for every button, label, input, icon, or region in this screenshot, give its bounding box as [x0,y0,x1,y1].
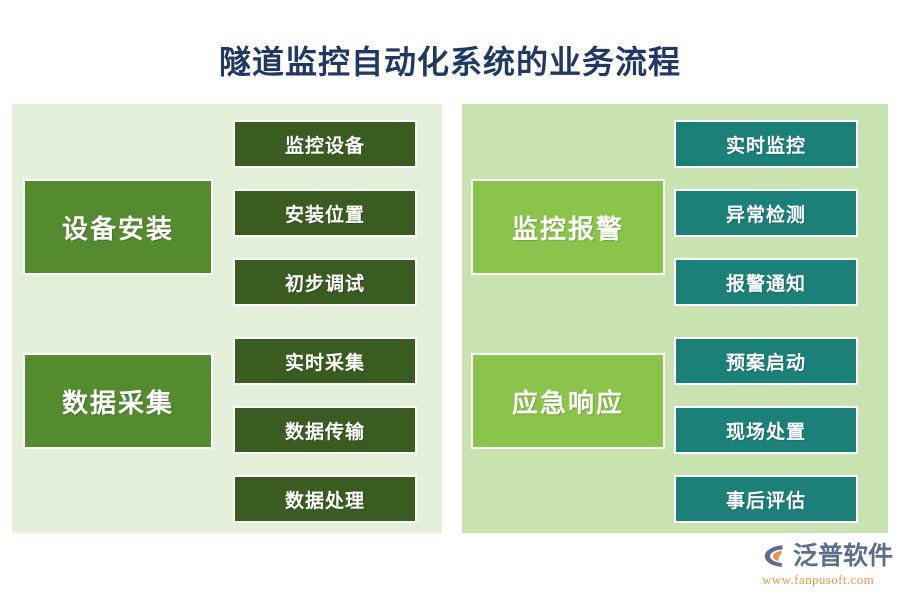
task-box-on-site-disposal[interactable]: 现场处置 [674,406,858,454]
task-box-realtime-collection[interactable]: 实时采集 [233,337,417,385]
task-box-post-event-evaluation[interactable]: 事后评估 [674,475,858,523]
task-box-anomaly-detection[interactable]: 异常检测 [674,189,858,237]
task-box-realtime-monitoring[interactable]: 实时监控 [674,120,858,168]
task-box-alarm-notification[interactable]: 报警通知 [674,258,858,306]
brand-logo: 泛普软件 www.fanpusoft.com [762,541,894,589]
task-box-initial-debugging[interactable]: 初步调试 [233,258,417,306]
brand-url: www.fanpusoft.com [762,572,875,587]
stage-box-data-collection[interactable]: 数据采集 [23,353,213,449]
right-panel: 监控报警 应急响应 实时监控 异常检测 报警通知 预案启动 现场处置 事后评估 [462,104,888,533]
task-box-installation-position[interactable]: 安装位置 [233,189,417,237]
task-box-plan-activation[interactable]: 预案启动 [674,337,858,385]
stage-box-monitoring-alarm[interactable]: 监控报警 [471,179,665,275]
brand-name: 泛普软件 [793,542,894,570]
task-box-data-transmission[interactable]: 数据传输 [233,406,417,454]
left-panel: 设备安装 数据采集 监控设备 安装位置 初步调试 实时采集 数据传输 数据处理 [12,104,442,533]
task-box-monitoring-equipment[interactable]: 监控设备 [233,120,417,168]
fanpu-leaf-logo-icon [762,542,790,570]
task-box-data-processing[interactable]: 数据处理 [233,475,417,523]
stage-box-emergency-response[interactable]: 应急响应 [471,353,665,449]
stage-box-equipment-installation[interactable]: 设备安装 [23,179,213,275]
page-title: 隧道监控自动化系统的业务流程 [218,44,681,80]
